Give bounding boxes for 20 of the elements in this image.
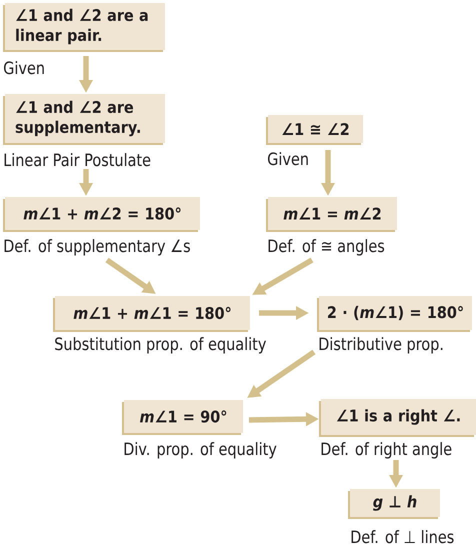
reason-label: Substitution prop. of equality <box>55 337 266 354</box>
statement-box: ∠1 ≅ ∠2 <box>266 115 363 145</box>
reason-label: Linear Pair Postulate <box>4 153 150 166</box>
reason-label: Def. of right angle <box>322 442 452 459</box>
statement-box: ∠1 and ∠2 are supplementary. <box>3 94 165 145</box>
statement-box: m∠1 + m∠2 = 180° <box>3 197 200 232</box>
statement-box: ∠1 and ∠2 are a linear pair. <box>3 3 165 52</box>
statement-box: m∠1 = m∠2 <box>266 197 397 232</box>
statement-box: 2 · (m∠1) = 180° <box>317 296 472 332</box>
statement-box: ∠1 is a right ∠. <box>319 399 476 437</box>
reason-label: Given <box>4 61 44 74</box>
reason-label: Distributive prop. <box>320 337 442 354</box>
statement-box: g ⊥ h <box>348 489 440 519</box>
reason-label: Def. of supplementary ∠s <box>4 239 190 256</box>
reason-label: Div. prop. of equality <box>124 442 276 459</box>
reason-label: Def. of ⊥ lines <box>352 530 454 544</box>
statement-box: m∠1 = 90° <box>122 400 243 435</box>
reason-label: Given <box>268 152 308 166</box>
reason-label: Def. of ≅ angles <box>268 239 384 256</box>
statement-box: m∠1 + m∠1 = 180° <box>53 296 250 332</box>
